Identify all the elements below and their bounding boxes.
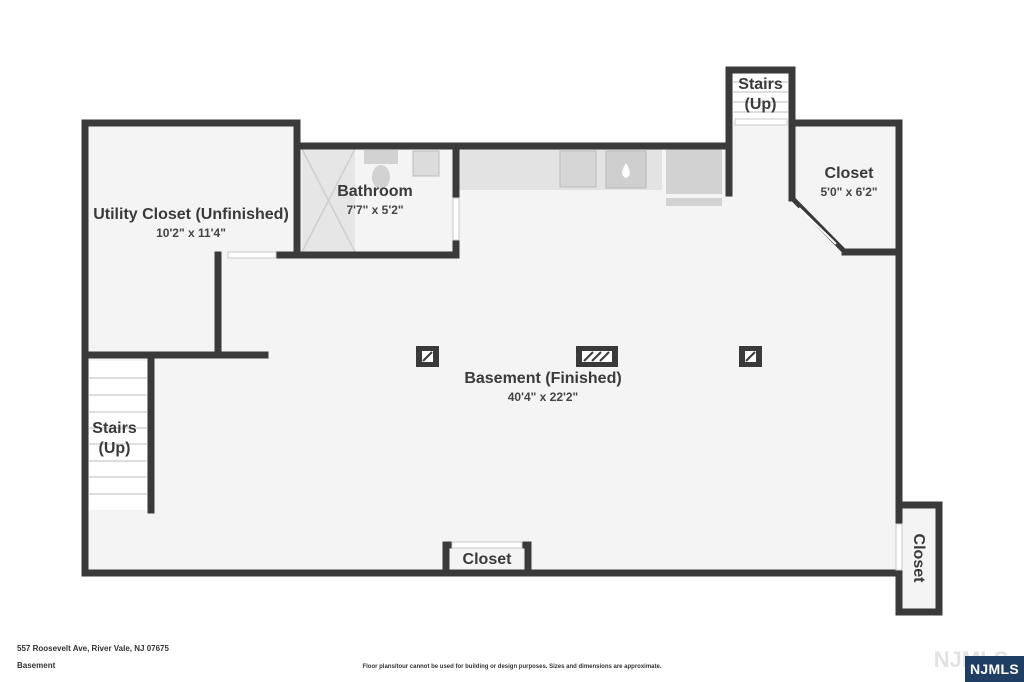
stairs-top-treads: [733, 74, 788, 122]
basement-name: Basement (Finished): [464, 370, 622, 387]
stairs-top-line2: (Up): [744, 96, 777, 113]
closet-right-dims: 5'0" x 6'2": [820, 185, 878, 199]
stairs-top-opening: [734, 118, 788, 126]
closet-bottom-label: Closet: [462, 551, 512, 568]
basement-label: Basement (Finished) 40'4" x 22'2": [443, 369, 643, 405]
water-drop-icon: [622, 163, 630, 178]
stairs-left-line2: (Up): [98, 440, 131, 457]
stairs-left-label: Stairs (Up): [85, 419, 144, 459]
toilet-bowl-fixture: [372, 165, 390, 189]
utility-closet-name: Utility Closet (Unfinished): [93, 206, 289, 223]
sink-fixture: [559, 150, 597, 188]
bathroom-sink-fixture: [412, 150, 440, 177]
utility-closet-label: Utility Closet (Unfinished) 10'2" x 11'4…: [85, 205, 297, 241]
utility-closet-dims: 10'2" x 11'4": [156, 226, 226, 240]
stairs-left-treads: [89, 361, 147, 510]
appliance-base: [666, 198, 722, 206]
appliance-fixture: [666, 149, 722, 194]
bathroom-label: Bathroom 7'7" x 5'2": [325, 182, 425, 218]
disclaimer-text: Floor plans/tour cannot be used for buil…: [362, 664, 662, 670]
njmls-badge: NJMLS: [965, 656, 1024, 682]
utility-door: [227, 251, 277, 259]
address-text: 557 Roosevelt Ave, River Vale, NJ 07675: [17, 644, 169, 653]
bathroom-dims: 7'7" x 5'2": [346, 203, 404, 217]
stairs-left-line1: Stairs: [92, 420, 137, 437]
closet-right-label: Closet 5'0" x 6'2": [805, 164, 893, 200]
stairs-top-line1: Stairs: [738, 76, 783, 93]
closet-side-door: [895, 523, 903, 571]
walls: [81, 66, 943, 616]
level-text: Basement: [17, 661, 56, 670]
closet-right-name: Closet: [824, 165, 874, 182]
bathroom-door: [452, 197, 460, 241]
closet-door: [798, 207, 837, 245]
basement-dims: 40'4" x 22'2": [507, 390, 579, 404]
closet-side-label: Closet: [910, 533, 927, 583]
bathroom-name: Bathroom: [337, 183, 413, 200]
toilet-tank-fixture: [364, 150, 398, 164]
closet-bottom-door: [451, 541, 523, 549]
stairs-top-label: Stairs (Up): [729, 75, 792, 115]
support-posts: [416, 346, 762, 367]
